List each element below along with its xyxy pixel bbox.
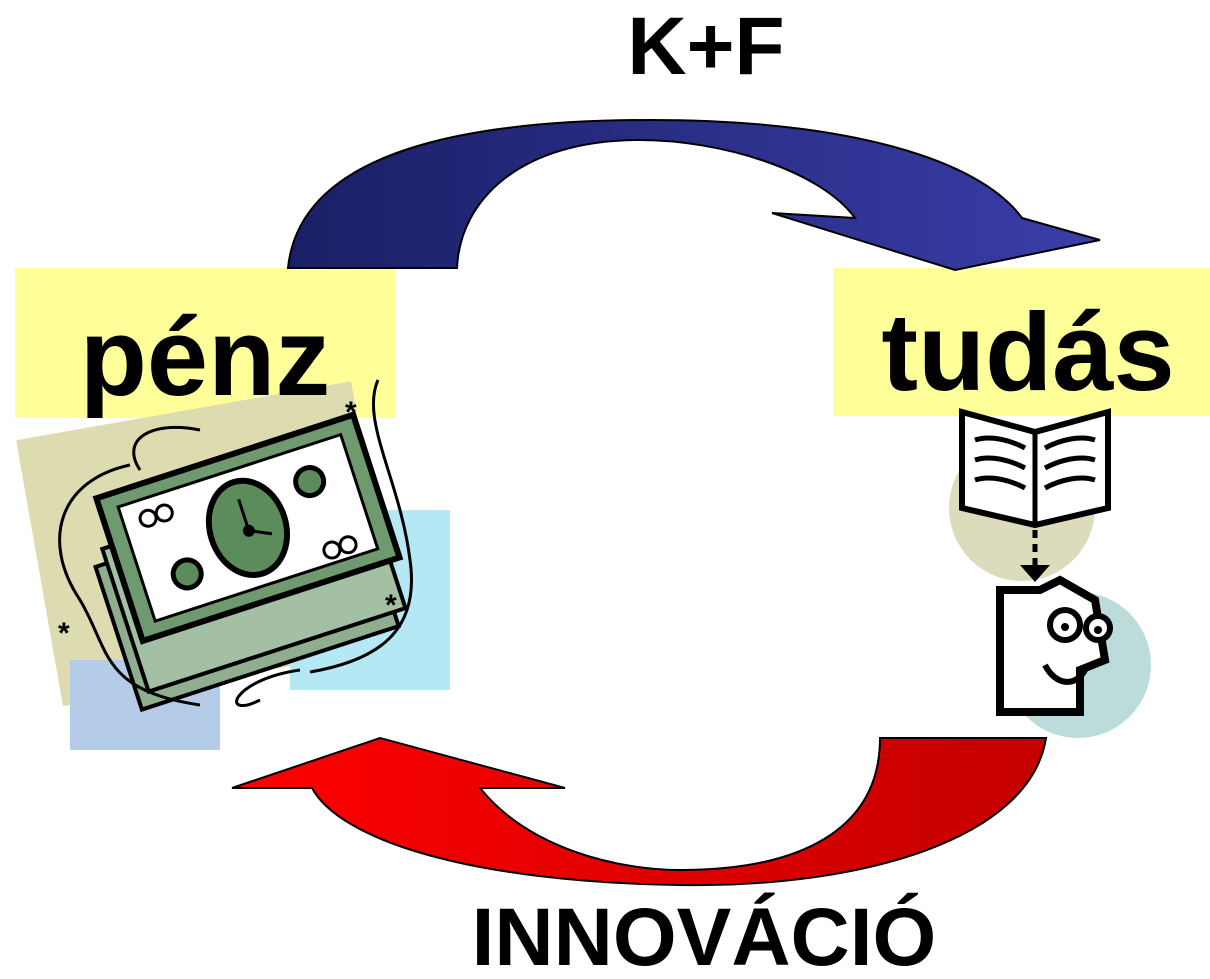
svg-text:*: * [58,617,70,650]
svg-text:*: * [345,396,357,429]
book-and-thinker-icon [949,408,1151,738]
bottom-label: INNOVÁCIÓ [472,892,937,979]
top-label: K+F [627,1,784,92]
top-arrow [286,118,1101,272]
right-label-highlight [833,268,1210,416]
left-node-label: pénz [80,296,331,419]
bottom-arrow [231,736,1048,887]
svg-text:*: * [385,589,397,622]
money-bills-icon: * * * [16,379,450,750]
right-node-label: tudás [881,291,1174,414]
